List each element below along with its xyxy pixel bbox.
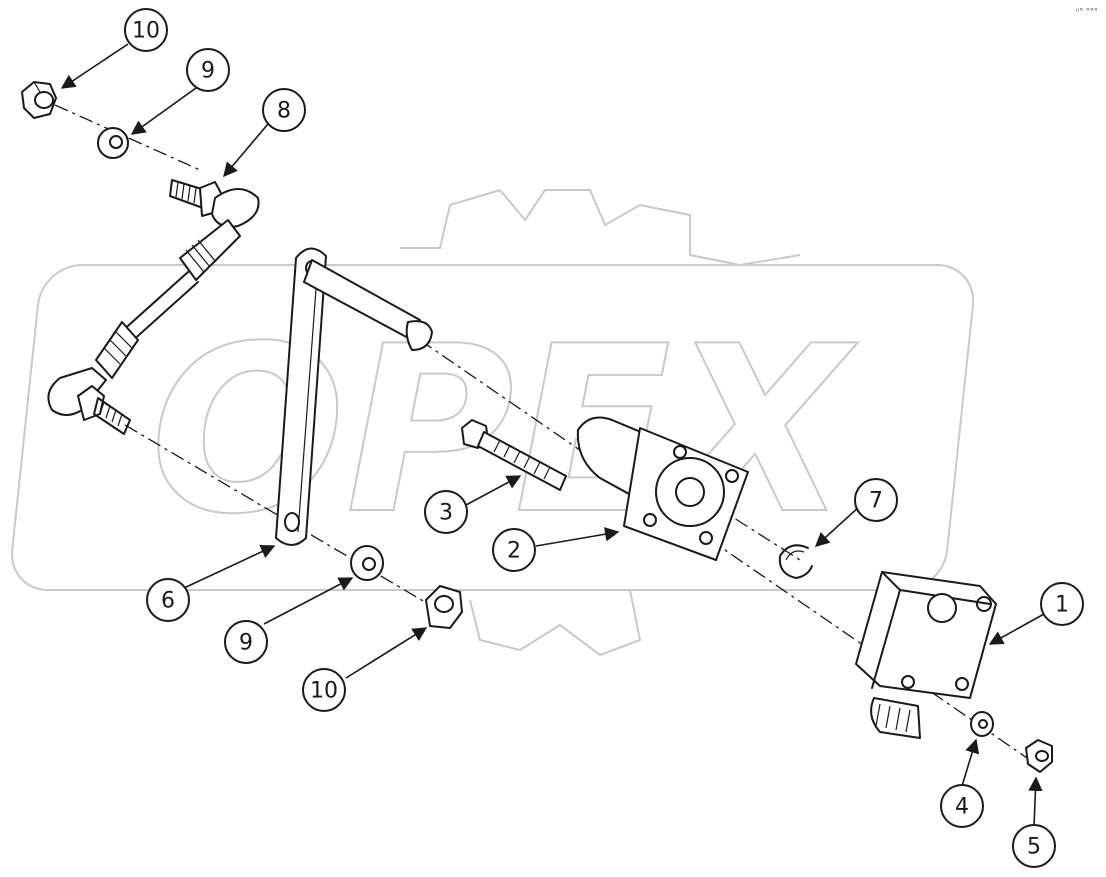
watermark-brand-text: OPEX: [150, 298, 858, 565]
watermark-frame: [10, 264, 975, 591]
callout-7: 7: [854, 478, 898, 522]
hex-nut-upper: [21, 81, 57, 119]
small-washer: [970, 711, 994, 737]
svg-text:7: 7: [869, 489, 883, 514]
hex-bolt: [461, 419, 567, 491]
lock-washer-lower: [350, 545, 384, 581]
callout-2: 2: [492, 528, 536, 572]
lever-arm: [275, 247, 433, 546]
watermark-gear-outline: [400, 188, 801, 657]
callout-5: 5: [1012, 824, 1056, 868]
svg-text:9: 9: [239, 631, 253, 656]
svg-text:1: 1: [1055, 593, 1069, 618]
callout-1: 1: [1040, 582, 1084, 626]
leader-lines: [60, 43, 1045, 827]
callout-3: 3: [424, 490, 468, 534]
svg-text:4: 4: [955, 795, 969, 820]
svg-text:10: 10: [310, 679, 338, 704]
lock-washer-upper: [97, 127, 129, 159]
callout-4: 4: [940, 784, 984, 828]
callout-6: 6: [146, 578, 190, 622]
svg-text:3: 3: [439, 501, 453, 526]
svg-text:5: 5: [1027, 835, 1041, 860]
svg-text:6: 6: [161, 589, 175, 614]
svg-text:8: 8: [277, 99, 291, 124]
svg-text:10: 10: [132, 19, 160, 44]
callout-10-upper: 10: [124, 8, 168, 52]
corner-mark: ⁰° °°°: [1076, 7, 1098, 16]
callout-8: 8: [262, 88, 306, 132]
callout-9-lower: 9: [224, 620, 268, 664]
hex-nut-lower: [425, 585, 463, 629]
svg-text:9: 9: [201, 59, 215, 84]
watermark-logo: OPEX: [10, 188, 975, 657]
retaining-clip: [778, 544, 813, 579]
ball-joint-linkage: [47, 179, 260, 435]
callout-10-lower: 10: [302, 668, 346, 712]
small-nut: [1025, 739, 1053, 773]
sensor-block: [855, 571, 997, 739]
callout-9-upper: 9: [186, 48, 230, 92]
svg-text:2: 2: [507, 539, 521, 564]
flange-housing: [576, 416, 749, 561]
